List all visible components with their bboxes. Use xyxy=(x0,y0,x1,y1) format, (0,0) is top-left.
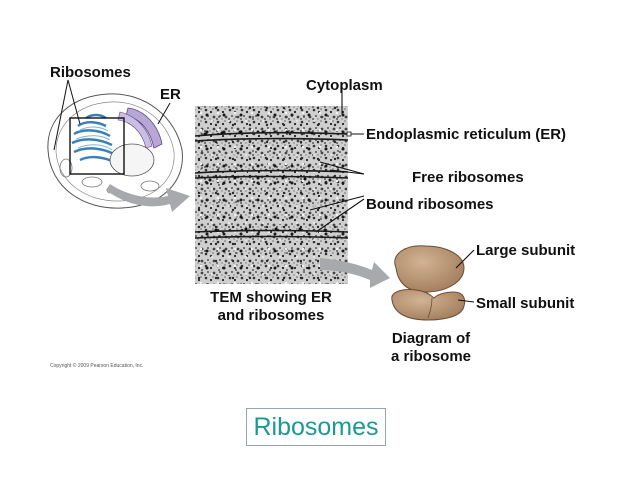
arrow-tem-to-ribosome xyxy=(320,258,390,288)
arrow-cell-to-tem xyxy=(106,184,190,212)
zoom-box xyxy=(69,117,125,175)
cell-illustration xyxy=(47,79,183,209)
large-subunit-label: Large subunit xyxy=(476,242,576,259)
free-ribosomes-label: Free ribosomes xyxy=(412,169,524,186)
diagram-caption-line1: Diagram of xyxy=(391,330,471,347)
large-subunit xyxy=(394,245,465,293)
cytoplasm-label: Cytoplasm xyxy=(306,77,383,94)
small-subunit-label: Small subunit xyxy=(476,295,575,312)
bound-ribosomes-label: Bound ribosomes xyxy=(366,196,494,213)
er-label: ER xyxy=(160,86,181,103)
diagram-caption-line2: a ribosome xyxy=(390,348,472,365)
endoplasmic-reticulum-label: Endoplasmic reticulum (ER) xyxy=(366,126,567,143)
slide-title: Ribosomes xyxy=(253,412,379,441)
ribosome-illustration xyxy=(391,245,475,321)
tem-leader-lines xyxy=(309,93,365,233)
tem-micrograph xyxy=(194,106,349,284)
tem-caption-line2: and ribosomes xyxy=(217,307,325,324)
slide-title-box: Ribosomes xyxy=(246,408,386,446)
ribosomes-label: Ribosomes xyxy=(50,64,131,81)
copyright-notice: Copyright © 2009 Pearson Education, Inc. xyxy=(50,363,144,369)
small-subunit xyxy=(391,289,466,321)
tem-caption-line1: TEM showing ER xyxy=(210,289,332,306)
